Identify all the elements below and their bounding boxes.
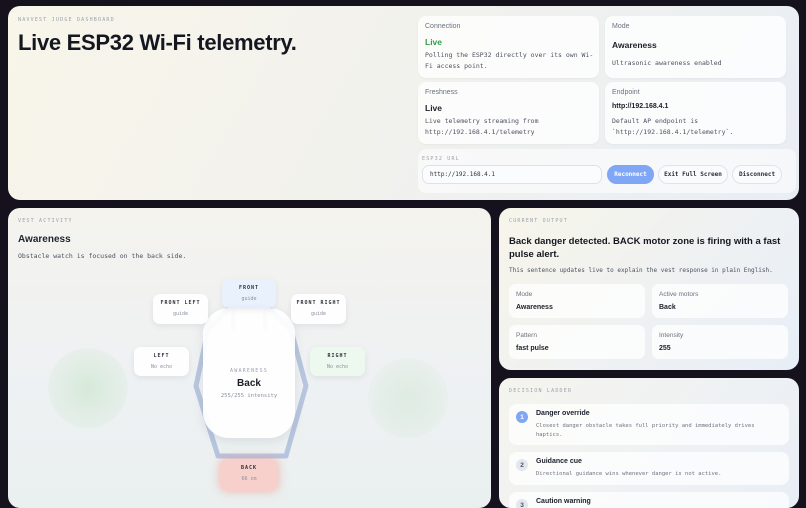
zone-front: FRONT guide bbox=[222, 279, 276, 308]
ladder-step-danger-override: 1 Danger override Closest danger obstacl… bbox=[509, 404, 789, 445]
endpoint-desc: Default AP endpoint is `http://192.168.4… bbox=[612, 117, 734, 136]
zone-front-right-name: FRONT RIGHT bbox=[296, 300, 341, 306]
connection-value: Live bbox=[425, 37, 443, 47]
esp32-url-input[interactable] bbox=[422, 165, 602, 184]
ladder-step-caution-warning: 3 Caution warning bbox=[509, 492, 789, 508]
vest-mode: Awareness bbox=[18, 234, 71, 245]
esp32-url-label: ESP32 URL bbox=[422, 156, 460, 162]
output-pattern-label: Pattern bbox=[516, 332, 537, 339]
header-panel: NAVVEST JUDGE DASHBOARD Live ESP32 Wi-Fi… bbox=[8, 6, 799, 200]
output-pattern-value: fast pulse bbox=[516, 345, 549, 352]
vest-activity-kicker: VEST ACTIVITY bbox=[18, 218, 73, 224]
zone-right-name: RIGHT bbox=[327, 353, 348, 359]
output-intensity-card: Intensity 255 bbox=[652, 325, 788, 359]
step-number: 2 bbox=[516, 459, 528, 471]
zone-back-name: BACK bbox=[240, 465, 258, 471]
output-pattern-card: Pattern fast pulse bbox=[509, 325, 645, 359]
step-number: 3 bbox=[516, 499, 528, 508]
zone-left-name: LEFT bbox=[153, 353, 170, 359]
zone-front-name: FRONT bbox=[238, 285, 260, 291]
output-intensity-value: 255 bbox=[659, 345, 671, 352]
zone-front-left-status: guide bbox=[172, 311, 189, 317]
step-desc: Closest danger obstacle takes full prior… bbox=[536, 423, 755, 438]
exit-full-screen-button[interactable]: Exit Full Screen bbox=[658, 165, 728, 184]
freshness-label: Freshness bbox=[425, 89, 458, 96]
endpoint-label: Endpoint bbox=[612, 89, 640, 96]
page-title: Live ESP32 Wi-Fi telemetry. bbox=[18, 30, 297, 55]
current-output-kicker: CURRENT OUTPUT bbox=[509, 218, 568, 224]
mode-card: Mode Awareness Ultrasonic awareness enab… bbox=[605, 16, 786, 78]
zone-left-status: No echo bbox=[150, 364, 173, 370]
dashboard-kicker: NAVVEST JUDGE DASHBOARD bbox=[18, 17, 115, 23]
zone-back: BACK 66 cm bbox=[220, 459, 278, 491]
mode-value: Awareness bbox=[612, 40, 657, 50]
output-subtitle: This sentence updates live to explain th… bbox=[509, 267, 773, 274]
disconnect-button[interactable]: Disconnect bbox=[732, 165, 782, 184]
step-desc: Directional guidance wins whenever dange… bbox=[536, 471, 722, 477]
zone-front-right: FRONT RIGHT guide bbox=[291, 294, 346, 324]
zone-front-left-name: FRONT LEFT bbox=[160, 300, 201, 306]
zone-front-status: guide bbox=[241, 296, 257, 302]
reconnect-button[interactable]: Reconnect bbox=[607, 165, 654, 184]
vest-desc: Obstacle watch is focused on the back si… bbox=[18, 252, 187, 260]
zone-front-left: FRONT LEFT guide bbox=[153, 294, 208, 324]
zone-back-status: 66 cm bbox=[241, 476, 257, 482]
vest-core: AWARENESS Back 255/255 intensity bbox=[203, 308, 295, 438]
endpoint-value: http://192.168.4.1 bbox=[612, 103, 669, 110]
ladder-step-guidance-cue: 2 Guidance cue Directional guidance wins… bbox=[509, 452, 789, 485]
vest-activity-panel: VEST ACTIVITY Awareness Obstacle watch i… bbox=[8, 208, 491, 508]
step-number: 1 bbox=[516, 411, 528, 423]
output-motors-label: Active motors bbox=[659, 291, 699, 298]
freshness-card: Freshness Live Live telemetry streaming … bbox=[418, 82, 599, 144]
endpoint-card: Endpoint http://192.168.4.1 Default AP e… bbox=[605, 82, 786, 144]
output-mode-label: Mode bbox=[516, 291, 533, 298]
green-glow bbox=[48, 348, 128, 428]
output-mode-card: Mode Awareness bbox=[509, 284, 645, 318]
freshness-desc: Live telemetry streaming from http://192… bbox=[425, 117, 539, 136]
connection-desc: Polling the ESP32 directly over its own … bbox=[425, 51, 594, 70]
mode-desc: Ultrasonic awareness enabled bbox=[612, 59, 722, 67]
core-intensity: 255/255 intensity bbox=[220, 393, 278, 399]
zone-right: RIGHT No echo bbox=[310, 347, 365, 376]
green-glow-right bbox=[368, 358, 448, 438]
core-active-zone: Back bbox=[237, 378, 261, 389]
connection-card: Connection Live Polling the ESP32 direct… bbox=[418, 16, 599, 78]
zone-left: LEFT No echo bbox=[134, 347, 189, 376]
core-mode-label: AWARENESS bbox=[230, 368, 268, 374]
decision-ladder-panel: DECISION LADDER 1 Danger override Closes… bbox=[499, 378, 799, 508]
output-motors-value: Back bbox=[659, 304, 676, 311]
decision-ladder-kicker: DECISION LADDER bbox=[509, 388, 573, 394]
output-mode-value: Awareness bbox=[516, 304, 553, 311]
output-intensity-label: Intensity bbox=[659, 332, 684, 339]
step-title: Caution warning bbox=[536, 498, 591, 505]
step-title: Guidance cue bbox=[536, 458, 582, 465]
connection-label: Connection bbox=[425, 23, 461, 30]
output-motors-card: Active motors Back bbox=[652, 284, 788, 318]
esp32-url-bar: ESP32 URL Reconnect Exit Full Screen Dis… bbox=[418, 149, 796, 193]
mode-label: Mode bbox=[612, 23, 630, 30]
zone-front-right-status: guide bbox=[310, 311, 327, 317]
current-output-panel: CURRENT OUTPUT Back danger detected. BAC… bbox=[499, 208, 799, 370]
zone-right-status: No echo bbox=[326, 364, 349, 370]
freshness-value: Live bbox=[425, 103, 443, 113]
output-headline: Back danger detected. BACK motor zone is… bbox=[509, 236, 781, 260]
step-title: Danger override bbox=[536, 410, 590, 417]
